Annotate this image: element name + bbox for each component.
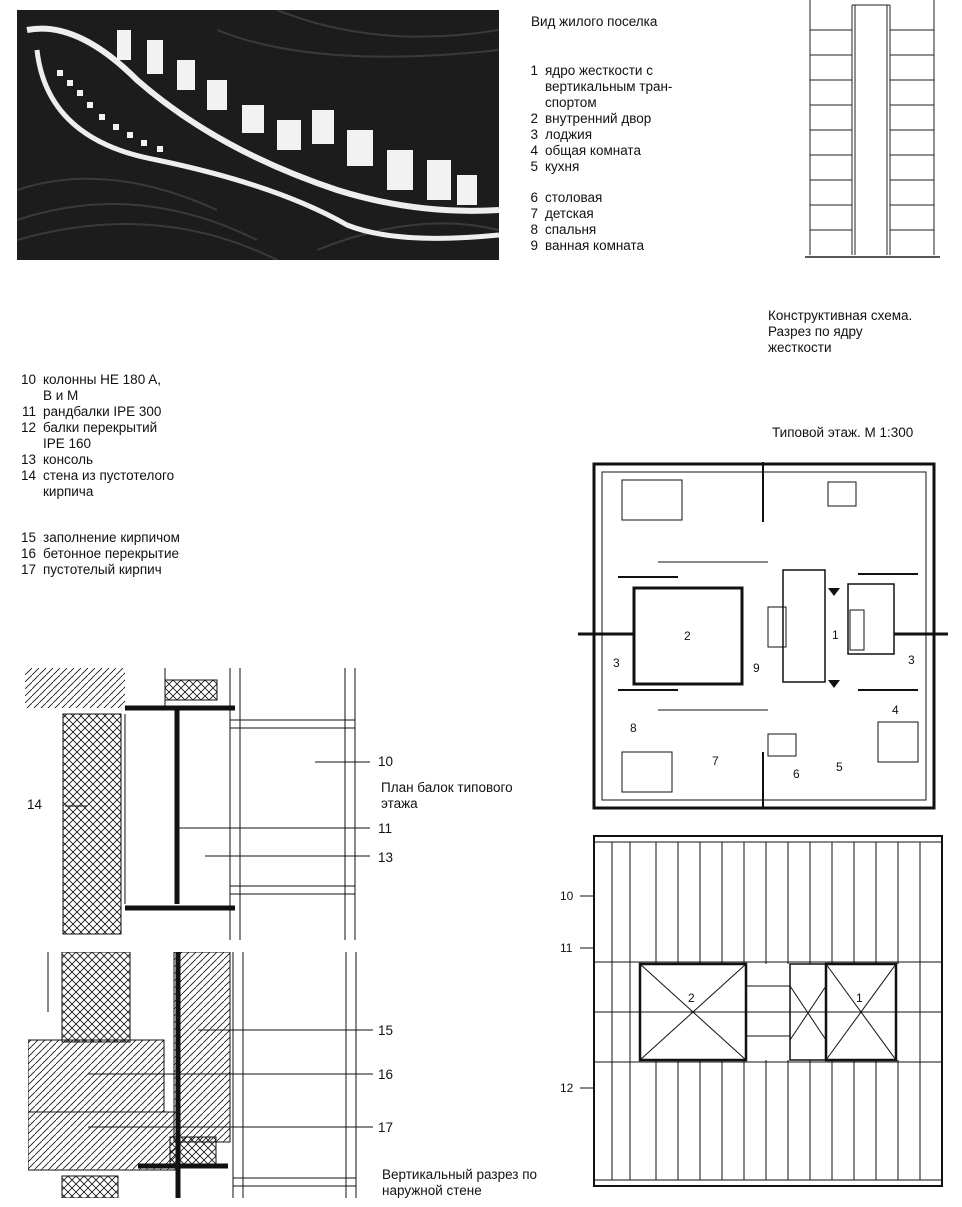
beam-label-12: 12	[560, 1081, 574, 1095]
photo-caption: Вид жилого поселка	[531, 14, 658, 29]
beam-label-10: 10	[560, 889, 574, 903]
wall-section-drawing	[28, 952, 373, 1198]
detail-label-10: 10	[378, 754, 394, 769]
plan-label: 7	[712, 754, 719, 768]
plan-label: 3	[908, 653, 915, 667]
plan-label: 5	[836, 760, 843, 774]
floor-plan-caption: Типовой этаж. M 1:300	[772, 425, 914, 440]
plan-label: 2	[684, 629, 691, 643]
beam-label-11: 11	[560, 941, 573, 955]
beam-label-1: 1	[856, 991, 863, 1005]
structural-section-drawing	[805, 0, 940, 265]
section-caption: Вертикальный разрез по наружной стене	[382, 1167, 538, 1198]
detail-label-11: 11	[378, 821, 393, 836]
plan-label: 8	[630, 721, 637, 735]
plan-label: 1	[832, 628, 839, 642]
plan-label: 3	[613, 656, 620, 670]
detail-label-13: 13	[378, 850, 394, 865]
beam-detail-drawing	[25, 668, 395, 940]
structural-caption: Конструктивная схема. Разрез по ядру жес…	[768, 308, 913, 355]
detail-label-17: 17	[378, 1120, 394, 1135]
plan-label: 9	[753, 661, 760, 675]
detail-label-16: 16	[378, 1067, 394, 1082]
detail-label-15: 15	[378, 1023, 394, 1038]
beam-label-2: 2	[688, 991, 695, 1005]
detail-label-14: 14	[27, 797, 43, 812]
plan-label: 4	[892, 703, 899, 717]
beam-layout-plan: 10 11 12 1 2	[560, 826, 955, 1196]
beam-plan-caption: План балок типового этажа	[381, 780, 513, 811]
settlement-aerial-photo	[17, 10, 499, 260]
plan-label: 6	[793, 767, 800, 781]
typical-floor-plan: 1 2 3 3 4 5 6 7 8 9	[578, 452, 948, 817]
